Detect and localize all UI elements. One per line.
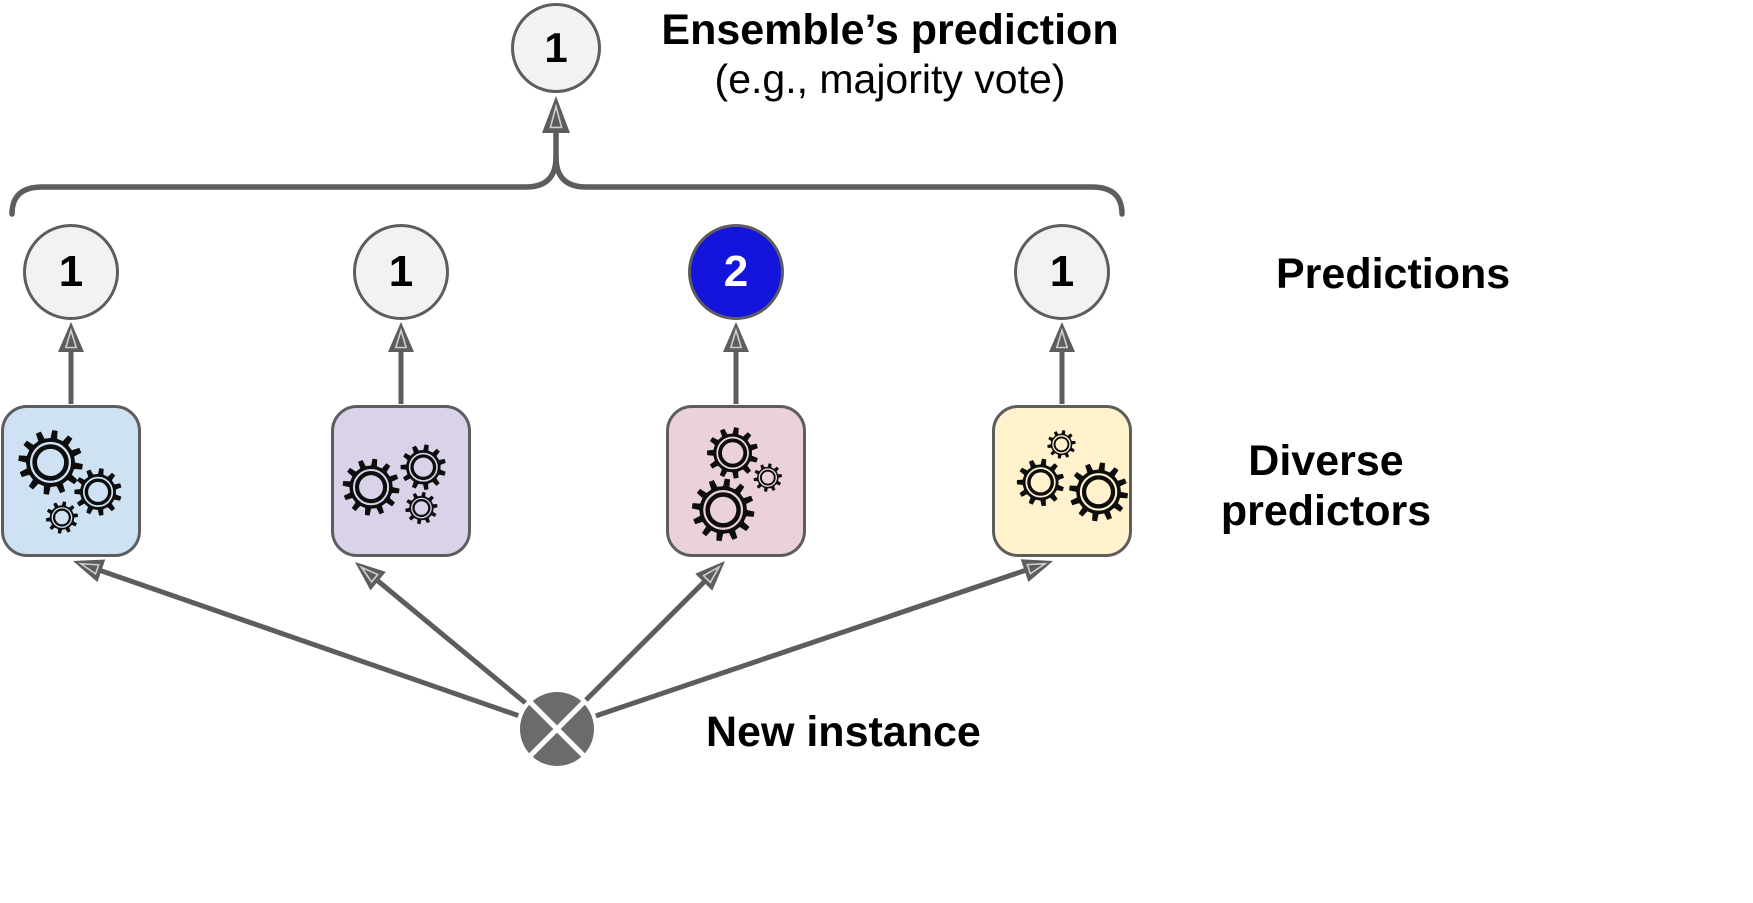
- gears-icon: [1016, 430, 1128, 522]
- gear-ring: [82, 476, 114, 508]
- prediction-value-3: 2: [723, 247, 749, 296]
- gear-icon: [1047, 430, 1076, 459]
- prediction-node-2: 1: [353, 224, 449, 320]
- gear-ring: [758, 468, 778, 487]
- gear-ring: [30, 441, 72, 483]
- gear-icon: [45, 501, 79, 534]
- gear-ring: [352, 469, 390, 506]
- predictor-box-3: [666, 405, 806, 557]
- line-new-instance-to-predictor-2: [371, 575, 527, 705]
- gear-icon: [691, 478, 755, 542]
- ensemble-title-line1: Ensemble’s prediction: [661, 6, 1119, 54]
- gear-icon: [18, 430, 83, 495]
- arrowhead-predictor-4: [1020, 559, 1053, 582]
- prediction-value-2: 1: [388, 247, 414, 296]
- gear-icon: [1016, 458, 1064, 507]
- arrowhead-prediction-2: [388, 322, 414, 352]
- predictor-box-1: [1, 405, 141, 557]
- arrowhead-prediction-2-inner: [394, 327, 408, 349]
- diverse-predictors-line2: predictors: [1220, 487, 1432, 535]
- line-new-instance-to-predictor-3: [584, 576, 710, 702]
- arrowhead-prediction-1: [58, 322, 84, 352]
- gear-icon: [753, 463, 783, 492]
- predictions-label: Predictions: [1276, 250, 1511, 298]
- arrowhead-ensemble-inner: [549, 103, 563, 129]
- arrowhead-predictor-1: [73, 559, 106, 583]
- brace-right: [553, 154, 1125, 217]
- predictor-box-2: [331, 405, 471, 557]
- x-mark-icon: [528, 700, 586, 758]
- gear-ring: [51, 507, 73, 528]
- arrowhead-prediction-3: [723, 322, 749, 352]
- prediction-node-3: 2: [688, 224, 784, 320]
- arrowhead-ensemble: [542, 96, 570, 133]
- gear-icon: [1069, 462, 1128, 522]
- gear-ring: [716, 436, 749, 470]
- gear-icon: [400, 444, 446, 490]
- line-new-instance-to-predictor-1: [94, 566, 520, 718]
- predictor-box-4: [992, 405, 1132, 557]
- prediction-node-1: 1: [23, 224, 119, 320]
- new-instance-node: [520, 692, 594, 766]
- diverse-predictors-line1: Diverse: [1248, 437, 1404, 485]
- brace-left: [9, 130, 559, 217]
- ensemble-prediction-value: 1: [544, 24, 568, 71]
- gear-icon: [707, 427, 758, 479]
- gear-ring: [411, 497, 432, 519]
- diverse-predictors-label: Diverse predictors: [1176, 436, 1476, 536]
- gear-ring: [1025, 467, 1056, 498]
- arrowhead-prediction-3-inner: [729, 327, 743, 349]
- arrowhead-predictor-3-inner: [702, 564, 722, 584]
- gears-icon: [691, 427, 783, 542]
- arrowhead-prediction-4: [1049, 322, 1075, 352]
- gears-icon: [342, 444, 446, 525]
- line-new-instance-to-predictor-4: [595, 566, 1032, 719]
- ensemble-prediction-node: 1: [511, 3, 601, 93]
- arrowhead-prediction-1-inner: [64, 327, 78, 349]
- prediction-value-1: 1: [58, 247, 84, 296]
- ensemble-title: Ensemble’s prediction (e.g., majority vo…: [640, 5, 1140, 103]
- gear-ring: [1079, 473, 1118, 511]
- arrowhead-predictor-2-inner: [359, 565, 380, 584]
- ensemble-title-line2: (e.g., majority vote): [714, 56, 1066, 102]
- prediction-value-4: 1: [1049, 247, 1075, 296]
- new-instance-label: New instance: [706, 708, 981, 756]
- arrowhead-predictor-4-inner: [1026, 562, 1048, 575]
- gear-ring: [703, 490, 744, 530]
- arrowhead-predictor-1-inner: [78, 562, 100, 576]
- gear-ring: [408, 452, 438, 482]
- gear-icon: [74, 468, 122, 516]
- arrowhead-prediction-4-inner: [1055, 327, 1069, 349]
- gears-icon: [18, 430, 122, 534]
- gear-ring: [1052, 435, 1071, 454]
- prediction-node-4: 1: [1014, 224, 1110, 320]
- gear-icon: [342, 458, 400, 516]
- gear-icon: [405, 491, 438, 525]
